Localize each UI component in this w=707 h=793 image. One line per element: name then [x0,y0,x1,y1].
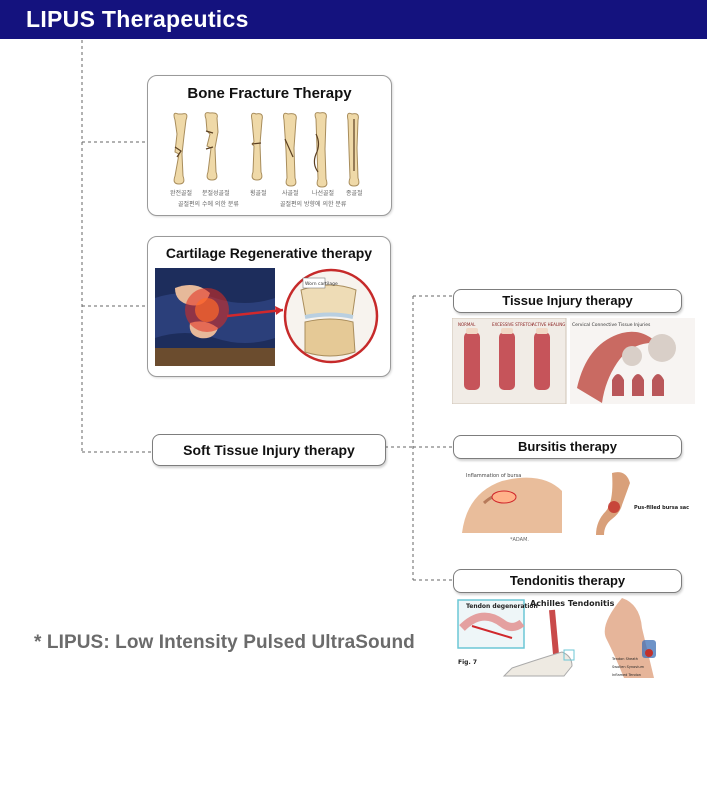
bursitis-credit: *ADAM. [510,537,529,543]
tissue-injury-illustration: NORMAL EXCESSIVE STRETCH ACTIVE HEALING … [452,318,695,404]
bone-label-4: 사골절 [282,189,299,197]
tissue-injury-node: Tissue Injury therapy [453,289,682,313]
soft-tissue-title: Soft Tissue Injury therapy [183,442,355,458]
bone-caption-1: 골절편의 수에 의한 분류 [178,200,239,208]
bone-label-6: 종골절 [346,189,363,197]
bone-label-5: 나선골절 [312,189,334,197]
tissue-injury-title: Tissue Injury therapy [502,293,633,308]
footnote: * LIPUS: Low Intensity Pulsed UltraSound [34,632,415,653]
bone-fracture-title: Bone Fracture Therapy [187,85,352,102]
bone-fracture-illustration: 완전골절 분절성골절 횡골절 사골절 나선골절 종골절 골절편의 수에 의한 분… [170,112,363,208]
bone-label-3: 횡골절 [250,189,267,197]
wrist-label-3: Inflamed Tendon [612,673,641,677]
tendonitis-illustration: Tendon degeneration Achilles Tendonitis … [457,598,656,678]
bursitis-label-left: Inflammation of bursa [466,473,521,479]
tendonitis-title: Tendonitis therapy [509,573,626,588]
bursitis-title: Bursitis therapy [518,439,617,454]
cartilage-box: Cartilage Regenerative therapy Worn cart… [147,236,391,377]
tissue-side-text: Cervical Connective Tissue Injuries [572,322,651,328]
soft-tissue-node: Soft Tissue Injury therapy [152,434,386,466]
bone-label-2: 분절성골절 [202,189,230,197]
cartilage-callout: Worn cartilage [305,281,338,287]
tendon-main-label: Achilles Tendonitis [530,599,615,608]
tendon-fig-label: Fig. 7 [458,659,477,666]
wrist-label-1: Tendon Sheath [611,657,638,661]
tissue-panel-3: ACTIVE HEALING [532,322,565,327]
tendonitis-node: Tendonitis therapy [453,569,682,593]
bone-label-1: 완전골절 [170,189,192,197]
tendon-inset-label: Tendon degeneration [466,603,538,610]
wrist-label-2: Swollen Synovium [612,665,645,669]
bursitis-label-right: Pus-filled bursa sac [634,505,689,511]
title-bar: LIPUS Therapeutics [0,0,707,39]
cartilage-title: Cartilage Regenerative therapy [165,245,373,261]
bone-fracture-box: Bone Fracture Therapy 완전골절 분절성골절 [147,75,392,216]
tissue-panel-1: NORMAL [458,322,476,327]
page-title: LIPUS Therapeutics [26,6,249,32]
bone-caption-2: 골절편의 방향에 의한 분류 [280,200,347,208]
tissue-panel-2: EXCESSIVE STRETCH [492,322,533,327]
bursitis-illustration: Inflammation of bursa *ADAM. Pus-filled … [462,472,689,543]
knee-cartilage-illustration: Worn cartilage [155,268,379,366]
bursitis-node: Bursitis therapy [453,435,682,459]
